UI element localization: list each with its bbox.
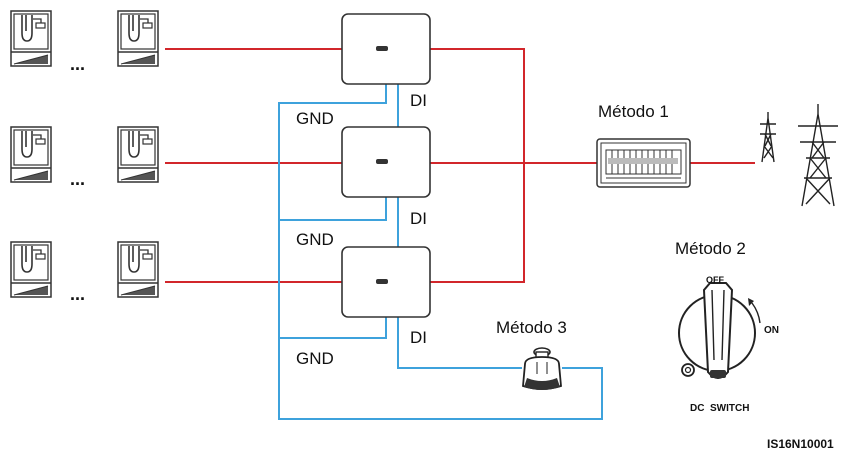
method-2-label: Método 2 — [675, 239, 746, 258]
di-label-2: DI — [410, 209, 427, 228]
pv-module-icon — [10, 10, 52, 67]
dc-switch-icon — [678, 282, 761, 379]
method-1-label: Método 1 — [598, 102, 669, 121]
method-3-label: Método 3 — [496, 318, 567, 337]
signal-wiring — [278, 84, 603, 420]
di-label-1: DI — [410, 91, 427, 110]
pv-module-icon — [117, 241, 159, 298]
di-label-3: DI — [410, 328, 427, 347]
pv-module-icon — [117, 126, 159, 183]
switch-off-label: OFF — [706, 275, 724, 285]
ac-wiring — [165, 48, 755, 283]
pv-module-icon — [10, 126, 52, 183]
ellipsis-3: ... — [70, 284, 85, 304]
gnd-label-1: GND — [296, 109, 334, 128]
gnd-label-3: GND — [296, 349, 334, 368]
inverter-2 — [341, 126, 431, 198]
pv-module-icon — [117, 10, 159, 67]
inverter-1 — [341, 13, 431, 85]
switch-on-label: ON — [764, 325, 779, 336]
distribution-box-icon — [596, 138, 691, 188]
emergency-stop-button-icon — [522, 347, 562, 390]
ellipsis-1: ... — [70, 54, 85, 74]
switch-caption: DC SWITCH — [690, 403, 749, 414]
inverter-3 — [341, 246, 431, 318]
pv-module-icon — [10, 241, 52, 298]
figure-id: IS16N10001 — [767, 437, 834, 451]
gnd-label-2: GND — [296, 230, 334, 249]
ellipsis-2: ... — [70, 169, 85, 189]
pylon-icon — [760, 104, 838, 207]
